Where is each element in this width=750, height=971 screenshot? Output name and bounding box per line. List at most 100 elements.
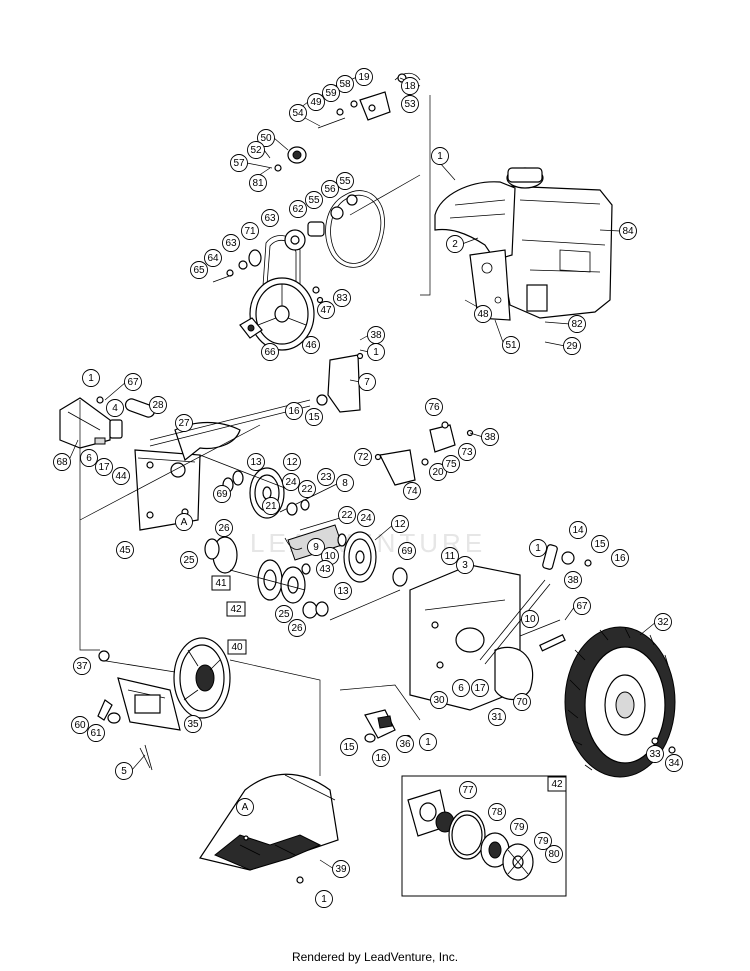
callout-bubble: [510, 818, 528, 836]
callout-bubble: [333, 289, 351, 307]
callout-label: 24: [360, 513, 372, 524]
callout-label: 71: [244, 226, 256, 237]
callout-label: 13: [337, 586, 349, 597]
callout-label: 25: [183, 555, 195, 566]
callout-51: 51: [502, 336, 520, 354]
callout-label: 10: [524, 614, 536, 625]
callout-label: 73: [461, 447, 473, 458]
callout-label: 1: [321, 894, 327, 905]
callout-label: 65: [193, 265, 205, 276]
pulley-small-top: [212, 194, 358, 283]
callout-55: 55: [336, 172, 354, 190]
callout-label: 32: [657, 617, 669, 628]
callout-58: 58: [336, 75, 354, 93]
callout-bubble: [646, 745, 664, 763]
callout-bubble: [334, 582, 352, 600]
callout-16: 16: [285, 402, 303, 420]
callout-label: 83: [336, 293, 348, 304]
callout-label: 50: [260, 133, 272, 144]
callout-label: 51: [505, 340, 517, 351]
callout-44: 44: [112, 467, 130, 485]
callout-bubble: [257, 129, 275, 147]
callout-14: 14: [569, 521, 587, 539]
callout-label: 39: [335, 864, 347, 875]
bracket-73-74: [374, 421, 474, 486]
callout-label: 7: [364, 377, 370, 388]
box-label-42: 42: [547, 776, 567, 792]
callout-79: 79: [534, 832, 552, 850]
callout-bubble: [241, 222, 259, 240]
callout-label: 12: [394, 519, 406, 530]
callout-bubble: [336, 75, 354, 93]
callout-17: 17: [95, 458, 113, 476]
callout-bubble: [322, 84, 340, 102]
callout-label: 26: [218, 523, 230, 534]
callout-3: 3: [456, 556, 474, 574]
callout-bubble: [545, 845, 563, 863]
callout-15: 15: [591, 535, 609, 553]
callout-1: 1: [431, 147, 449, 165]
callout-label: 45: [119, 545, 131, 556]
callout-bubble: [180, 551, 198, 569]
callout-47: 47: [317, 301, 335, 319]
box-label-text: 42: [551, 779, 563, 790]
callout-label: 59: [325, 88, 337, 99]
inset-detail-box: [401, 775, 567, 897]
callout-bubble: [563, 337, 581, 355]
callout-label: 37: [76, 661, 88, 672]
callout-15: 15: [340, 738, 358, 756]
callout-label: 1: [535, 543, 541, 554]
callout-label: 21: [265, 501, 277, 512]
callout-38: 38: [481, 428, 499, 446]
callout-label: 26: [291, 623, 303, 634]
callout-label: 1: [425, 737, 431, 748]
callout-bubble: [355, 68, 373, 86]
callout-label: 24: [285, 477, 297, 488]
callout-6: 6: [80, 449, 98, 467]
callout-label: 68: [56, 457, 68, 468]
callout-7: 7: [358, 373, 376, 391]
callout-31: 31: [488, 708, 506, 726]
callout-label: 22: [341, 510, 353, 521]
callout-bubble: [315, 890, 333, 908]
callout-68: 68: [53, 453, 71, 471]
callout-55: 55: [305, 191, 323, 209]
callout-label: 25: [278, 609, 290, 620]
callout-label: 69: [216, 489, 228, 500]
callout-bubble: [396, 735, 414, 753]
callout-13: 13: [334, 582, 352, 600]
callout-bubble: [458, 443, 476, 461]
callout-bubble: [115, 762, 133, 780]
callout-bubble: [591, 535, 609, 553]
callout-bubble: [569, 521, 587, 539]
callout-18: 18: [401, 77, 419, 95]
callout-label: 16: [614, 553, 626, 564]
callout-52: 52: [247, 141, 265, 159]
callout-bubble: [357, 509, 375, 527]
callout-bubble: [149, 396, 167, 414]
callout-bubble: [285, 402, 303, 420]
callout-83: 83: [333, 289, 351, 307]
callout-label: 17: [98, 462, 110, 473]
callout-bubble: [502, 336, 520, 354]
callout-bubble: [488, 803, 506, 821]
footer-credit: Rendered by LeadVenture, Inc.: [291, 950, 459, 964]
callout-bubble: [521, 610, 539, 628]
callout-38: 38: [564, 571, 582, 589]
callout-label: 81: [252, 178, 264, 189]
callout-bubble: [289, 104, 307, 122]
callout-1: 1: [82, 369, 100, 387]
callout-bubble: [262, 497, 280, 515]
callout-A: A: [236, 798, 254, 816]
callout-label: 14: [572, 525, 584, 536]
callout-label: 34: [668, 758, 680, 769]
belt-cover: [434, 181, 516, 261]
callout-73: 73: [458, 443, 476, 461]
callout-label: 62: [292, 204, 304, 215]
callout-13: 13: [247, 453, 265, 471]
callout-label: 11: [445, 551, 456, 562]
callout-9: 9: [307, 538, 325, 556]
callout-label: 3: [462, 560, 468, 571]
callout-bubble: [430, 691, 448, 709]
